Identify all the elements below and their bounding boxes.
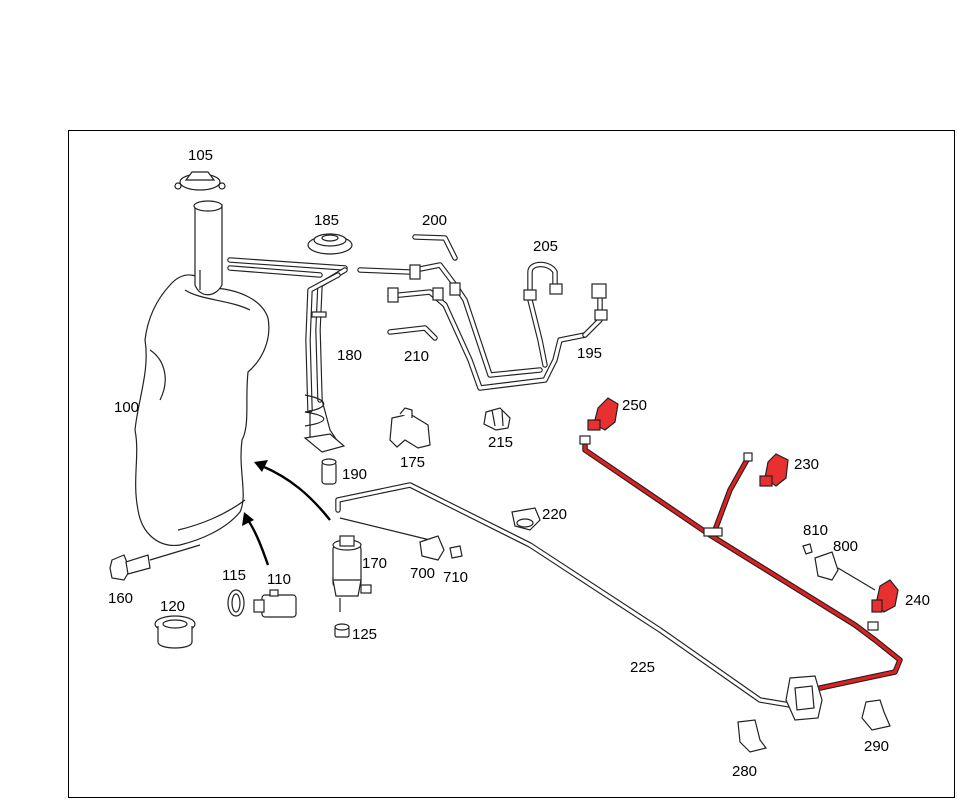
- callout-110: 110: [267, 571, 291, 588]
- bracket-175[interactable]: [389, 407, 431, 449]
- callout-810: 810: [803, 522, 828, 539]
- hose-neck-to-connector: [227, 257, 413, 278]
- clip-215[interactable]: [483, 407, 511, 431]
- grommet-120[interactable]: [154, 615, 196, 649]
- filler-neck: [193, 200, 223, 296]
- body-grommet: [785, 675, 823, 721]
- clip-220[interactable]: [511, 507, 541, 531]
- hose-assembly-center: [387, 262, 588, 391]
- valve-710[interactable]: [449, 545, 463, 559]
- screw-160[interactable]: [109, 554, 151, 581]
- callout-215: 215: [488, 434, 513, 451]
- callout-190: 190: [342, 466, 367, 483]
- connector-190[interactable]: [303, 433, 346, 485]
- check-valve-810[interactable]: [802, 543, 813, 555]
- callout-230: 230: [794, 456, 819, 473]
- callout-175: 175: [400, 454, 425, 471]
- callout-195: 195: [577, 345, 602, 362]
- callout-205: 205: [533, 238, 558, 255]
- callout-290: 290: [864, 738, 889, 755]
- assembly-arrows: [242, 460, 331, 566]
- callout-185: 185: [314, 212, 339, 229]
- callout-800: 800: [833, 538, 858, 555]
- callout-labels: 105 185 200 205 180 210 195 100 250 215 …: [108, 147, 930, 780]
- check-valve-800[interactable]: [814, 551, 876, 591]
- screw-leader: [149, 544, 201, 561]
- clip-290[interactable]: [861, 699, 891, 731]
- valve-700[interactable]: [419, 535, 445, 561]
- hose-180: [304, 267, 348, 446]
- callout-105: 105: [188, 147, 213, 164]
- hose-205[interactable]: [523, 261, 563, 368]
- grommet-125[interactable]: [334, 623, 350, 638]
- hose-200[interactable]: [412, 234, 458, 261]
- headlamp-nozzle-250[interactable]: [587, 397, 619, 431]
- diagram-frame: [68, 130, 955, 798]
- callout-160: 160: [108, 590, 133, 607]
- headlamp-washer-line: [579, 435, 903, 695]
- callout-125: 125: [352, 626, 377, 643]
- hose-210[interactable]: [387, 325, 438, 341]
- callout-170: 170: [362, 555, 387, 572]
- callout-240: 240: [905, 592, 930, 609]
- headlamp-nozzle-240[interactable]: [871, 579, 899, 613]
- callout-710: 710: [443, 569, 468, 586]
- washer-fluid-reservoir[interactable]: [134, 274, 270, 547]
- reservoir-cap[interactable]: [174, 171, 226, 191]
- callout-220: 220: [542, 506, 567, 523]
- callout-280: 280: [732, 763, 757, 780]
- callout-200: 200: [422, 212, 447, 229]
- callout-100: 100: [114, 399, 139, 416]
- callout-250: 250: [622, 397, 647, 414]
- grommet-185[interactable]: [307, 233, 353, 255]
- callout-120: 120: [160, 598, 185, 615]
- callout-700: 700: [410, 565, 435, 582]
- callout-115: 115: [222, 567, 246, 584]
- callout-180: 180: [337, 347, 362, 364]
- washer-pump[interactable]: [332, 535, 372, 612]
- headlamp-nozzle-230[interactable]: [759, 453, 789, 487]
- callout-210: 210: [404, 348, 429, 365]
- clip-280[interactable]: [737, 719, 768, 753]
- o-ring-115[interactable]: [227, 589, 245, 617]
- level-sensor-110[interactable]: [253, 589, 297, 618]
- connector-195[interactable]: [582, 283, 608, 338]
- hose-225: [335, 482, 793, 708]
- callout-225: 225: [630, 659, 655, 676]
